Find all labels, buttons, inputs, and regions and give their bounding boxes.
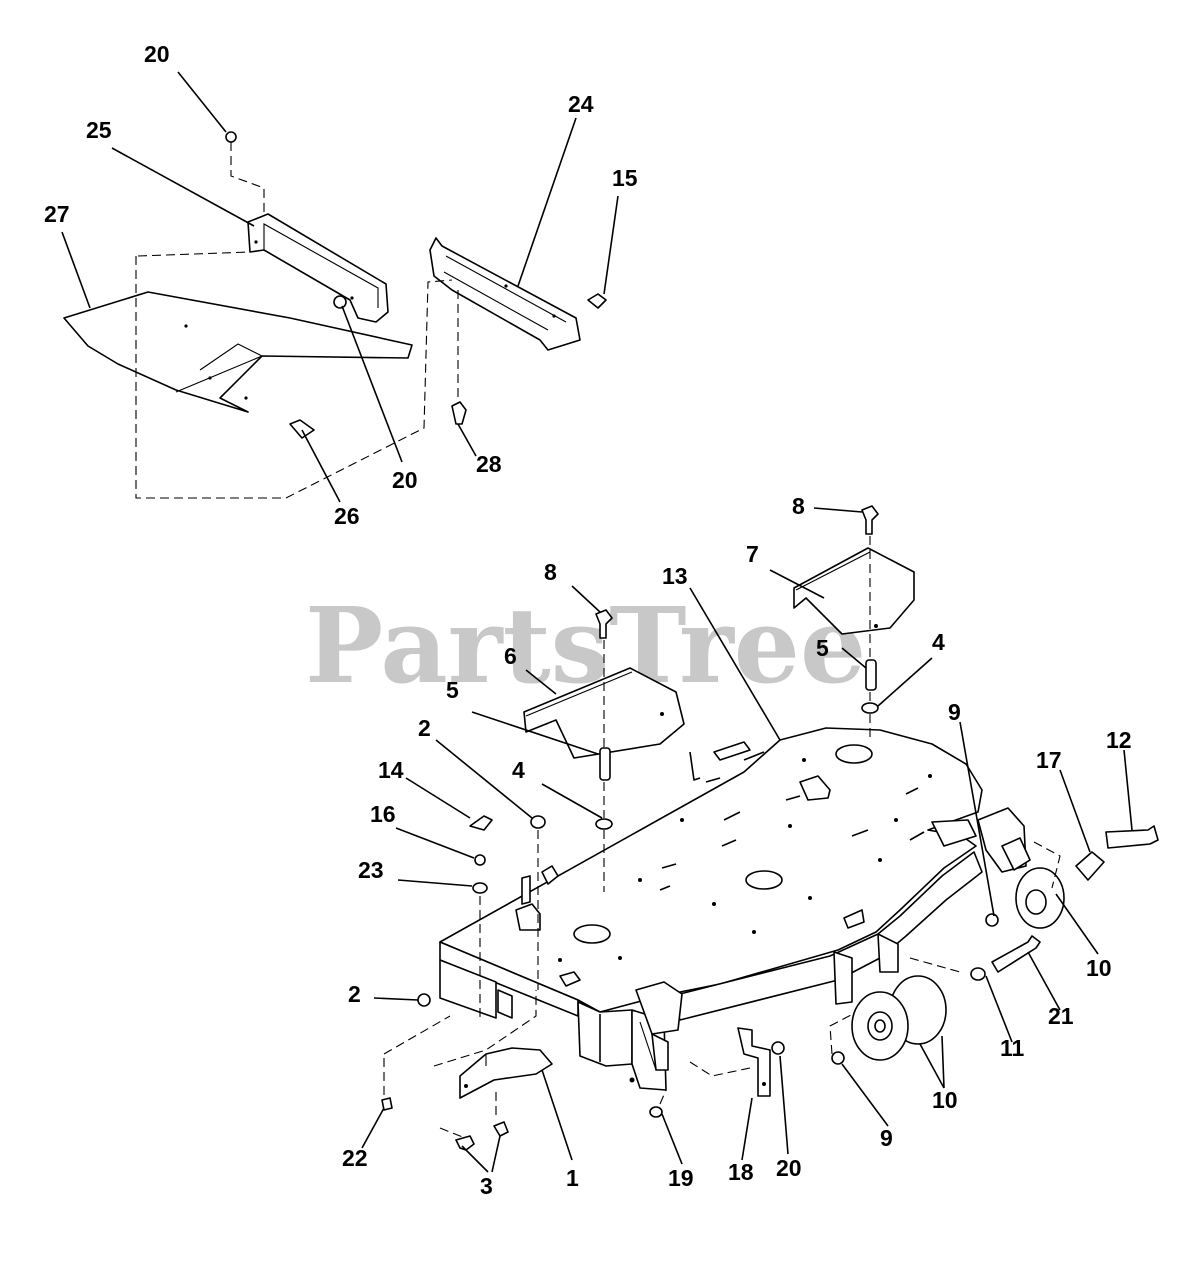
callout-10-bottom: 10 bbox=[932, 1087, 958, 1113]
callout-13: 13 bbox=[662, 563, 688, 589]
spacer-11 bbox=[970, 967, 986, 981]
callout-28: 28 bbox=[476, 451, 502, 477]
spindle-opening-right bbox=[835, 744, 873, 764]
callout-12: 12 bbox=[1106, 727, 1132, 753]
bolt-28 bbox=[451, 401, 467, 425]
callout-9-right: 9 bbox=[948, 699, 961, 725]
nut-20-mid bbox=[333, 295, 347, 309]
callout-18: 18 bbox=[728, 1159, 754, 1185]
callout-19: 19 bbox=[668, 1165, 694, 1191]
bracket-18 bbox=[737, 1027, 771, 1097]
bolt-12 bbox=[1105, 825, 1159, 849]
spacer-5-right bbox=[865, 659, 877, 691]
spindle-opening-center bbox=[745, 870, 783, 890]
nut-20-top bbox=[225, 131, 237, 143]
washer-4-left bbox=[595, 818, 613, 830]
callout-9-bottom: 9 bbox=[880, 1125, 893, 1151]
callout-23: 23 bbox=[358, 857, 384, 883]
callout-4-left: 4 bbox=[512, 757, 525, 783]
callout-15: 15 bbox=[612, 165, 638, 191]
callout-2-top: 2 bbox=[418, 715, 431, 741]
nut-9-right bbox=[985, 913, 999, 927]
washer-4-right bbox=[861, 702, 879, 714]
callout-14: 14 bbox=[378, 757, 404, 783]
callout-7: 7 bbox=[746, 541, 759, 567]
callout-25: 25 bbox=[86, 117, 112, 143]
spacer-5-left bbox=[599, 747, 611, 781]
chute-bracket-part bbox=[247, 213, 389, 323]
callout-20-bottom: 20 bbox=[776, 1155, 802, 1181]
nut-2-bottom bbox=[417, 993, 431, 1007]
washer-23 bbox=[472, 882, 488, 894]
callout-8-right: 8 bbox=[792, 493, 805, 519]
chute-assembly bbox=[63, 131, 607, 499]
nut-9-bottom bbox=[831, 1051, 845, 1065]
callout-16: 16 bbox=[370, 801, 396, 827]
callout-8-left: 8 bbox=[544, 559, 557, 585]
callout-24: 24 bbox=[568, 91, 594, 117]
baffle-part bbox=[459, 1047, 553, 1099]
wheel-front-pair bbox=[851, 975, 947, 1061]
pin-26 bbox=[289, 419, 315, 439]
clip-14 bbox=[469, 815, 493, 831]
callout-27: 27 bbox=[44, 201, 70, 227]
nut-19 bbox=[649, 1106, 663, 1118]
spacer-17 bbox=[1075, 851, 1105, 881]
callout-3: 3 bbox=[480, 1173, 493, 1199]
callout-20-mid: 20 bbox=[392, 467, 418, 493]
bolt-3-a bbox=[455, 1135, 475, 1151]
bolt-3-b bbox=[493, 1121, 509, 1137]
callout-1: 1 bbox=[566, 1165, 579, 1191]
callout-5-left: 5 bbox=[446, 677, 459, 703]
callout-17: 17 bbox=[1036, 747, 1062, 773]
bolt-8-left bbox=[595, 609, 613, 639]
callout-labels: 20 25 27 24 15 20 26 28 8 7 5 4 8 13 6 5… bbox=[44, 41, 1132, 1199]
bolt-21 bbox=[991, 935, 1041, 973]
callout-26: 26 bbox=[334, 503, 360, 529]
callout-4-right: 4 bbox=[932, 629, 945, 655]
chute-deflector-part bbox=[63, 291, 413, 413]
chute-rod-part bbox=[429, 237, 581, 351]
callout-10-right: 10 bbox=[1086, 955, 1112, 981]
nut-2-top bbox=[530, 815, 546, 829]
nut-16 bbox=[474, 854, 486, 866]
washer-20 bbox=[771, 1041, 785, 1055]
leader-lines bbox=[61, 71, 1133, 1173]
bolt-22 bbox=[381, 1097, 393, 1111]
bolt-8-right bbox=[861, 505, 879, 535]
callout-6: 6 bbox=[504, 643, 517, 669]
callout-21: 21 bbox=[1048, 1003, 1074, 1029]
wheel-rear bbox=[1015, 867, 1065, 929]
nut-15 bbox=[587, 293, 607, 309]
deck-assembly bbox=[381, 505, 1159, 1151]
belt-cover-right-part bbox=[793, 547, 915, 635]
callout-5-right: 5 bbox=[816, 635, 829, 661]
spindle-opening-left bbox=[573, 924, 611, 944]
deck-holes bbox=[558, 751, 932, 962]
callout-20: 20 bbox=[144, 41, 170, 67]
callout-2-bottom: 2 bbox=[348, 981, 361, 1007]
callout-11: 11 bbox=[1000, 1035, 1025, 1061]
callout-22: 22 bbox=[342, 1145, 368, 1171]
